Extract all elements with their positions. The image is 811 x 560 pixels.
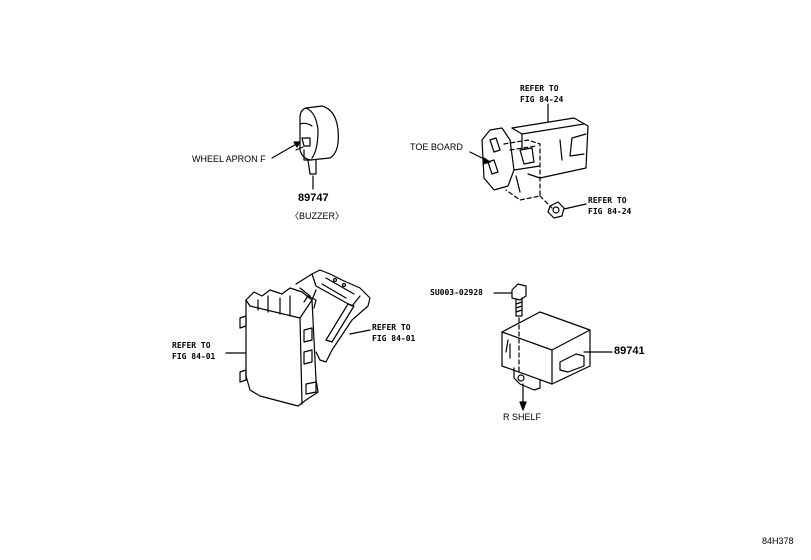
ref-nut-line2: FIG 84-24 xyxy=(588,207,632,216)
wheel-apron-label: WHEEL APRON F xyxy=(192,154,266,164)
buzzer-caption: 〈BUZZER〉 xyxy=(290,211,345,221)
ref-right-leader xyxy=(350,330,370,334)
buzzer-leader-arrow xyxy=(272,142,300,158)
ref-right-line1: REFER TO xyxy=(372,323,411,332)
toe-board-leader-arrow xyxy=(470,152,490,164)
ref-left-line2: FIG 84-01 xyxy=(172,352,216,361)
toe-board-bracket-drawing xyxy=(482,118,588,218)
r-shelf-label: R SHELF xyxy=(503,412,542,422)
ref-top-line2: FIG 84-24 xyxy=(520,95,564,104)
control-module-drawing xyxy=(502,312,590,390)
bolt-part-label: SU003-02928 xyxy=(430,288,483,297)
buzzer-drawing xyxy=(296,106,338,189)
ref-nut-leader xyxy=(564,204,586,209)
bolt-drawing xyxy=(512,284,526,372)
buzzer-part-number: 89747 xyxy=(298,192,329,204)
module-part-number: 89741 xyxy=(614,345,645,357)
ref-top-line1: REFER TO xyxy=(520,84,559,93)
junction-block-drawing xyxy=(240,270,370,406)
shelf-leader-arrow xyxy=(520,384,526,410)
toe-board-label: TOE BOARD xyxy=(410,142,463,152)
ref-left-line1: REFER TO xyxy=(172,341,211,350)
figure-code: 84H378 xyxy=(762,536,794,546)
ref-nut-line1: REFER TO xyxy=(588,196,627,205)
ref-right-line2: FIG 84-01 xyxy=(372,334,416,343)
